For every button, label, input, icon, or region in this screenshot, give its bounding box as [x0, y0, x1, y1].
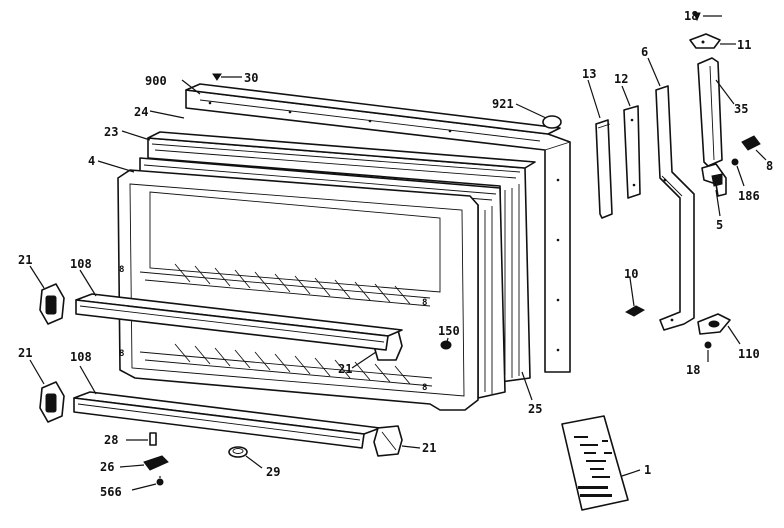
callout-8: 8 — [766, 159, 773, 173]
callout-18-top: 18 — [684, 9, 698, 23]
door-shelf-bar-upper — [75, 293, 403, 351]
part-150 — [440, 340, 452, 350]
bracket-26 — [143, 455, 169, 471]
callout-35: 35 — [734, 102, 748, 116]
callout-6: 6 — [641, 45, 648, 59]
outer-door-panel — [185, 83, 571, 373]
inner-door-liner: 8 8 8 8 — [117, 169, 479, 411]
callout-12: 12 — [614, 72, 628, 86]
callout-108-upper: 108 — [70, 257, 92, 271]
callout-18-bottom: 18 — [686, 363, 700, 377]
shelf-end-cap-lower-right — [373, 425, 403, 457]
leader-lines — [29, 15, 767, 491]
callout-21-middle: 21 — [338, 362, 352, 376]
callout-28: 28 — [104, 433, 118, 447]
callout-23: 23 — [104, 125, 118, 139]
callout-labels: 900 30 24 23 4 921 13 12 6 18 11 35 8 18… — [18, 9, 773, 499]
screw-566 — [156, 476, 164, 486]
callout-25: 25 — [528, 402, 542, 416]
callout-5: 5 — [716, 218, 723, 232]
washer-10 — [624, 305, 646, 317]
screw-30 — [212, 73, 222, 81]
callout-110: 110 — [738, 347, 760, 361]
hinge-6 — [655, 85, 695, 331]
callout-21-lower-left: 21 — [18, 346, 32, 360]
callout-108-lower: 108 — [70, 350, 92, 364]
hinge-cover-13 — [595, 119, 613, 219]
screw-18-bottom — [704, 341, 712, 349]
callout-26: 26 — [100, 460, 114, 474]
screw-186 — [731, 158, 739, 166]
hinge-pin-cap-11 — [689, 33, 721, 49]
callout-11: 11 — [737, 38, 751, 52]
callout-150: 150 — [438, 324, 460, 338]
callout-21-lower-right: 21 — [422, 441, 436, 455]
shelf-end-cap-lower-left — [39, 381, 65, 423]
callout-900: 900 — [145, 74, 167, 88]
hinge-channel-35 — [697, 57, 723, 167]
hinge-cover-12 — [623, 105, 641, 199]
plug-29 — [228, 446, 248, 458]
shelf-retainer-28 — [149, 432, 157, 446]
spacer-8 — [741, 135, 761, 151]
callout-566: 566 — [100, 485, 122, 499]
shelf-end-cap-upper-left — [39, 283, 65, 325]
door-shelf-bar-lower — [73, 391, 381, 449]
callout-1: 1 — [644, 463, 651, 477]
screw-18-top — [693, 12, 701, 22]
svg-text:8: 8 — [422, 383, 427, 393]
callout-186: 186 — [738, 189, 760, 203]
svg-text:8: 8 — [119, 265, 124, 275]
callout-30: 30 — [244, 71, 258, 85]
hinge-bottom-110 — [697, 313, 731, 335]
plug-921 — [542, 115, 562, 129]
callout-24: 24 — [134, 105, 148, 119]
callout-921: 921 — [492, 97, 514, 111]
callout-13: 13 — [582, 67, 596, 81]
bracket-5 — [701, 163, 727, 197]
svg-text:8: 8 — [119, 349, 124, 359]
callout-10: 10 — [624, 267, 638, 281]
instruction-card — [561, 415, 629, 511]
callout-21-upper-left: 21 — [18, 253, 32, 267]
callout-29: 29 — [266, 465, 280, 479]
svg-text:8: 8 — [422, 298, 427, 308]
callout-4: 4 — [88, 154, 95, 168]
